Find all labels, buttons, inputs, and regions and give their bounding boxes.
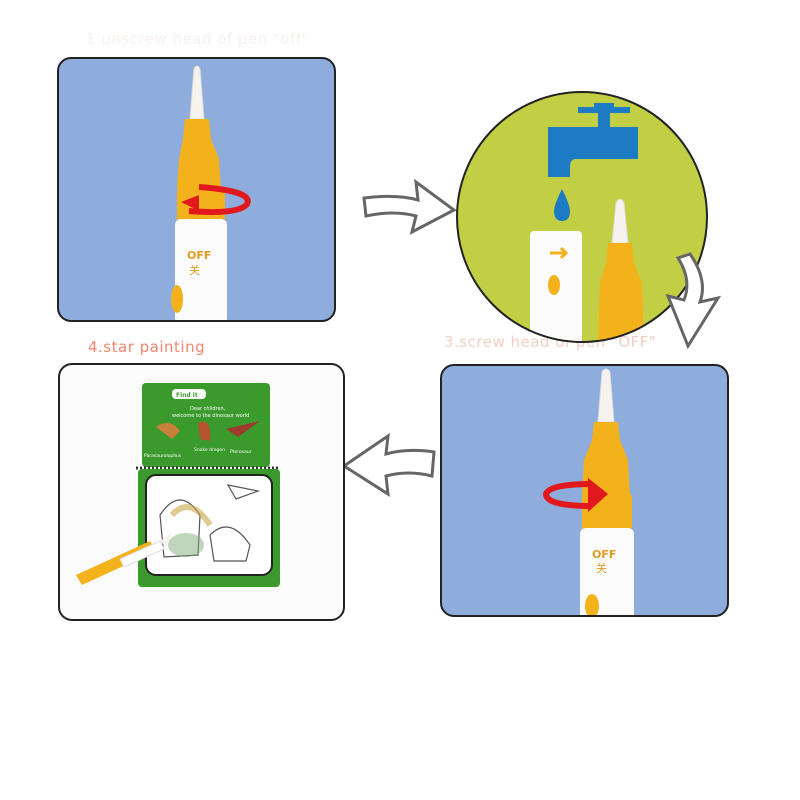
- book-intro-line1: Dear children,: [190, 406, 226, 412]
- book-intro-line2: welcome to the dinosaur world: [172, 413, 249, 419]
- step4-label: 4.star painting: [88, 338, 206, 356]
- rotate-arrow-icon: [542, 478, 608, 512]
- fill-water-illustration: [530, 103, 644, 341]
- step4-panel: Find it Dear children, welcome to the di…: [58, 363, 345, 621]
- book-dino-name-1: Parasaurolophus: [144, 453, 182, 459]
- next-step-arrow-icon: [660, 250, 724, 350]
- pen-off-text: OFF: [592, 548, 616, 561]
- pen-screw-illustration: OFF 关: [542, 368, 634, 615]
- faucet-icon: [548, 103, 638, 177]
- book-find-it: Find it: [176, 392, 198, 399]
- pen-off-char: 关: [189, 263, 200, 277]
- step3-panel: OFF 关: [440, 364, 729, 617]
- water-drop-icon: [554, 189, 570, 221]
- step1-label: 1.unscrew head of pen "off": [86, 30, 309, 48]
- painting-book-illustration: Find it Dear children, welcome to the di…: [76, 383, 280, 587]
- step1-panel: OFF 关: [57, 57, 336, 322]
- next-step-arrow-icon: [356, 176, 460, 236]
- pen-off-text: OFF: [187, 249, 211, 262]
- pen-unscrew-illustration: OFF 关: [171, 65, 251, 320]
- rotate-arrow-icon: [181, 184, 251, 216]
- book-dino-name-3: Pterosaur: [230, 449, 252, 455]
- book-dino-name-2: Snake dragon: [194, 447, 225, 453]
- next-step-arrow-icon: [338, 432, 438, 498]
- pen-off-char: 关: [596, 561, 607, 575]
- step2-panel: [456, 91, 708, 343]
